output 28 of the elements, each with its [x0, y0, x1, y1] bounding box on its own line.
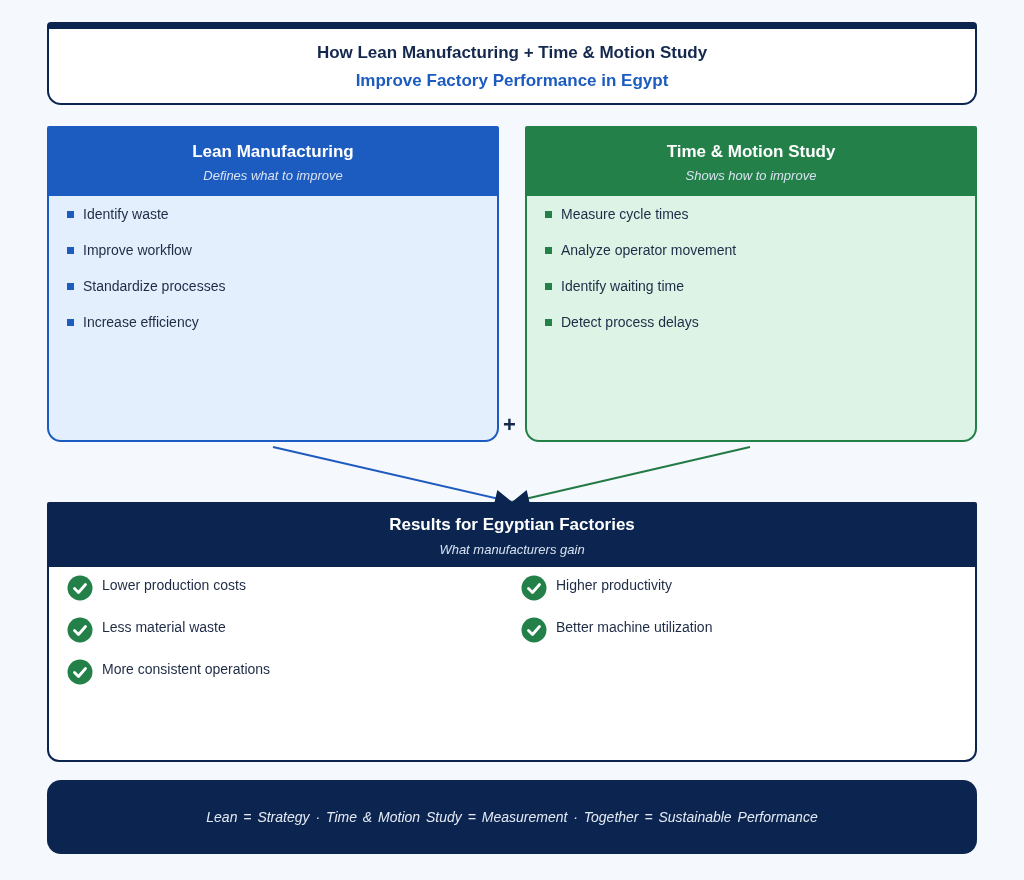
card-panel — [47, 126, 499, 442]
card-subtitle: Defines what to improve — [203, 167, 343, 183]
list-item: Standardize processes — [83, 278, 226, 294]
card-panel — [525, 126, 977, 442]
card-title: Time & Motion Study — [666, 141, 836, 162]
list-item: Identify waiting time — [561, 278, 684, 294]
card-subtitle: Shows how to improve — [685, 167, 817, 183]
list-item: Identify waste — [83, 206, 169, 222]
results-panel — [47, 502, 977, 762]
results-subtitle: What manufacturers gain — [439, 541, 585, 557]
title-box — [47, 22, 977, 105]
list-item: Measure cycle times — [561, 206, 689, 222]
result-item: Lower production costs — [102, 577, 246, 593]
list-item: Detect process delays — [561, 314, 699, 330]
result-item: Less material waste — [102, 619, 226, 635]
card-title: Lean Manufacturing — [192, 141, 354, 162]
result-item: Better machine utilization — [556, 619, 713, 635]
title: How Lean Manufacturing + Time & Motion Study — [316, 43, 708, 63]
subtitle: Improve Factory Performance in Egypt — [355, 71, 669, 91]
result-item: Higher productivity — [556, 577, 672, 593]
list-item: Analyze operator movement — [561, 242, 737, 258]
summary-text: Lean = Strategy · Time & Motion Study = Measurement · Together = Sustainable Performance — [206, 809, 818, 825]
list-item: Improve workflow — [83, 242, 192, 258]
plus-sign: + — [503, 414, 516, 436]
result-item: More consistent operations — [102, 661, 271, 677]
results-title: Results for Egyptian Factories — [389, 514, 635, 535]
summary-banner — [47, 780, 977, 854]
list-item: Increase efficiency — [83, 314, 199, 330]
